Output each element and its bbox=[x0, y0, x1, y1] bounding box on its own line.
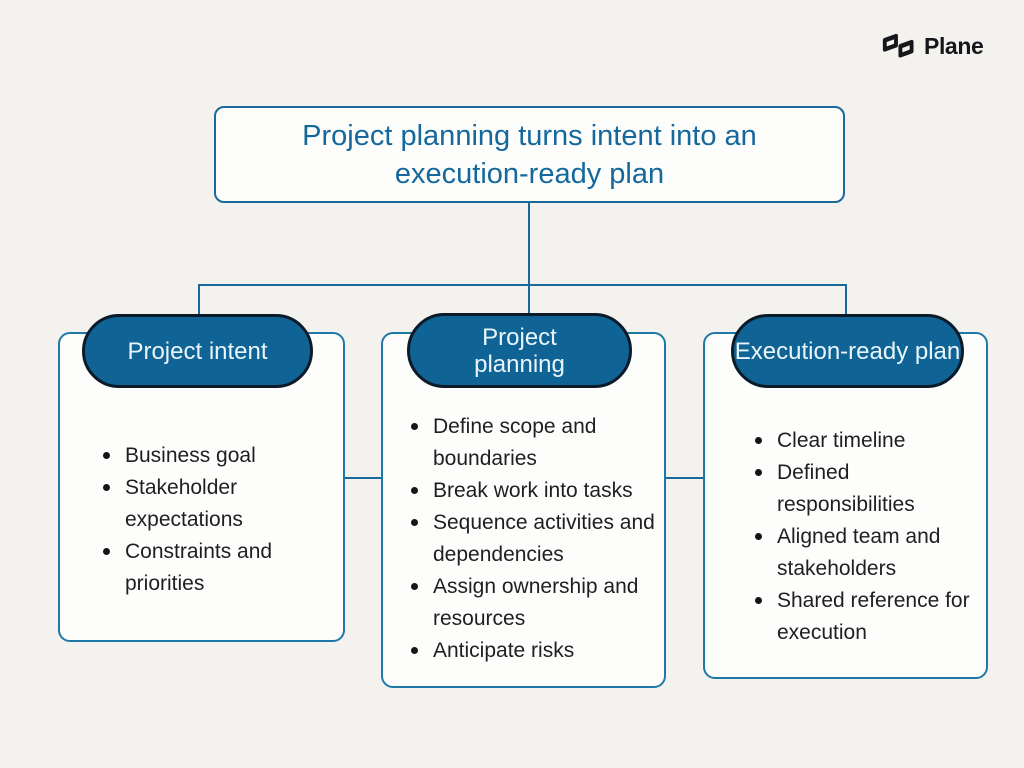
bullet-item: Break work into tasks bbox=[411, 475, 657, 507]
connector-horizontal bbox=[198, 284, 847, 286]
connector-drop-left bbox=[198, 284, 200, 316]
bullet-item: Shared reference for execution bbox=[755, 585, 977, 649]
pill-label: Execution-ready plan bbox=[734, 337, 961, 365]
bullet-item: Stakeholder expectations bbox=[103, 472, 333, 536]
bullet-list-project-planning: Define scope and boundaries Break work i… bbox=[411, 411, 657, 667]
card-execution-ready-plan bbox=[703, 332, 988, 679]
bullet-item: Business goal bbox=[103, 440, 333, 472]
connector-middle-right bbox=[665, 477, 704, 479]
brand-logo: Plane bbox=[881, 30, 984, 62]
bullet-list-execution-ready-plan: Clear timeline Defined responsibilities … bbox=[755, 425, 977, 649]
connector-drop-middle bbox=[528, 284, 530, 315]
bullet-list-project-intent: Business goal Stakeholder expectations C… bbox=[103, 440, 333, 600]
bullet-item: Constraints and priorities bbox=[103, 536, 333, 600]
bullet-item: Define scope and boundaries bbox=[411, 411, 657, 475]
pill-label: Project planning bbox=[474, 323, 565, 378]
diagram-title: Project planning turns intent into an ex… bbox=[302, 119, 757, 190]
bullet-item: Defined responsibilities bbox=[755, 457, 977, 521]
bullet-item: Sequence activities and dependencies bbox=[411, 507, 657, 571]
connector-left-middle bbox=[344, 477, 382, 479]
connector-drop-right bbox=[845, 284, 847, 316]
card-project-planning bbox=[381, 332, 666, 688]
plane-logo-icon bbox=[881, 32, 917, 60]
title-box: Project planning turns intent into an ex… bbox=[214, 106, 845, 203]
bullet-item: Anticipate risks bbox=[411, 635, 657, 667]
connector-title-stem bbox=[528, 203, 530, 285]
pill-execution-ready-plan: Execution-ready plan bbox=[731, 314, 964, 388]
bullet-item: Aligned team and stakeholders bbox=[755, 521, 977, 585]
pill-project-planning: Project planning bbox=[407, 313, 632, 388]
bullet-item: Assign ownership and resources bbox=[411, 571, 657, 635]
pill-label: Project intent bbox=[127, 337, 268, 365]
pill-project-intent: Project intent bbox=[82, 314, 313, 388]
brand-name: Plane bbox=[924, 32, 984, 59]
bullet-item: Clear timeline bbox=[755, 425, 977, 457]
